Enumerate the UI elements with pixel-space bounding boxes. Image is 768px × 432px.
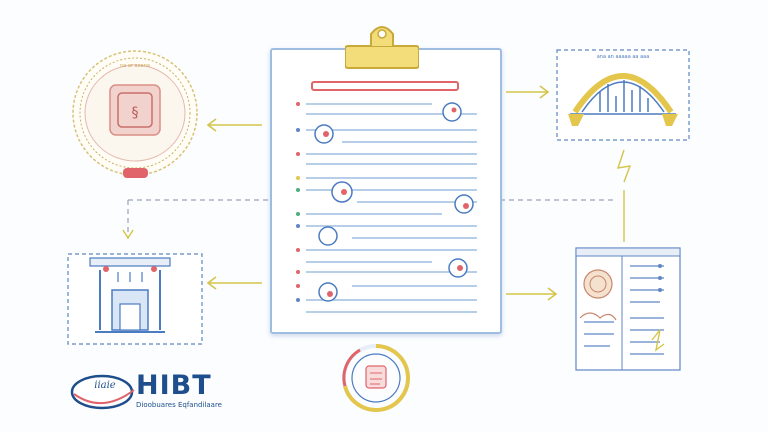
clipboard-contents xyxy=(296,81,477,313)
badge-ring-icon: § na ar aoana xyxy=(72,50,198,178)
logo-badge-icon xyxy=(70,374,135,410)
arrow-right-bottom xyxy=(506,287,558,301)
bridge-chart-icon: ana an aaaaa aa aaa xyxy=(556,49,690,141)
circular-progress-icon xyxy=(342,344,410,412)
arrow-left-top xyxy=(206,118,262,132)
zigzag-connector xyxy=(616,149,632,242)
bridge-caption: ana an aaaaa aa aaa xyxy=(597,54,650,60)
logo-badge-text: iiaie xyxy=(94,380,116,391)
dashed-connectors xyxy=(127,199,615,238)
document-list-icon xyxy=(575,247,681,371)
logo-tagline: Dioobuares Eqfandilaare xyxy=(136,401,222,409)
arrow-down-left xyxy=(122,229,134,240)
arrow-left-bottom xyxy=(206,276,262,290)
clipboard-icon xyxy=(270,48,502,334)
logo-wordmark: HIBT xyxy=(136,370,212,401)
svg-text:§: § xyxy=(132,105,139,121)
arrow-right-top xyxy=(506,85,550,99)
badge-caption: na ar aoana xyxy=(120,63,150,69)
clipboard-clip-icon xyxy=(345,26,419,69)
temple-icon xyxy=(67,253,203,345)
